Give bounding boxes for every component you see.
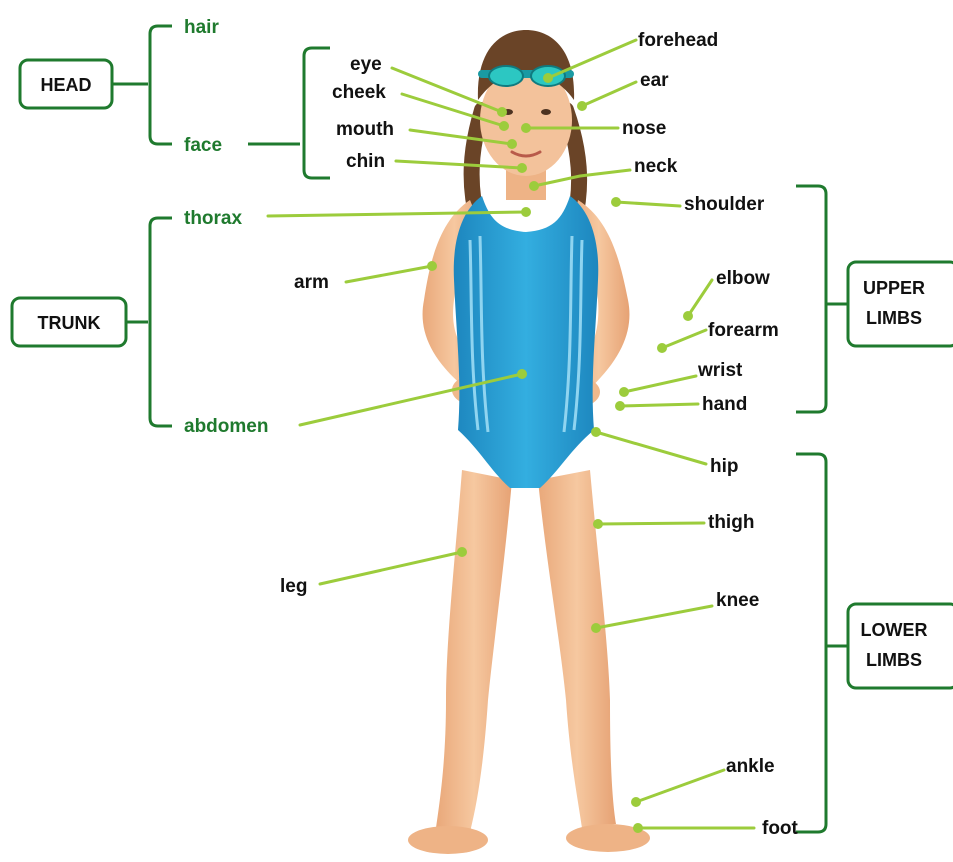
label-eye: eye xyxy=(350,54,382,75)
head-bracket xyxy=(150,26,172,144)
label-mouth: mouth xyxy=(336,119,394,140)
group-lower-limbs-line1: LOWER xyxy=(861,620,928,640)
label-hip: hip xyxy=(710,456,739,477)
left-foot xyxy=(408,826,488,854)
label-nose: nose xyxy=(622,118,666,139)
label-hand: hand xyxy=(702,394,747,415)
upper-limbs-box xyxy=(848,262,953,346)
label-thorax: thorax xyxy=(184,208,243,229)
label-abdomen: abdomen xyxy=(184,416,268,437)
label-hair: hair xyxy=(184,17,219,38)
trunk-bracket xyxy=(150,218,172,426)
label-ear: ear xyxy=(640,70,669,91)
label-face: face xyxy=(184,135,222,156)
group-upper-limbs-line2: LIMBS xyxy=(866,308,922,328)
label-leg: leg xyxy=(280,576,307,597)
group-head: HEAD xyxy=(40,75,91,95)
face-bracket xyxy=(304,48,330,178)
label-thigh: thigh xyxy=(708,512,754,533)
left-leg xyxy=(436,470,512,832)
swimsuit xyxy=(454,196,599,488)
label-ankle: ankle xyxy=(726,756,775,777)
label-neck: neck xyxy=(634,156,678,177)
group-upper-limbs-line1: UPPER xyxy=(863,278,925,298)
group-trunk: TRUNK xyxy=(38,313,101,333)
label-elbow: elbow xyxy=(716,268,770,289)
label-forehead: forehead xyxy=(638,30,718,51)
label-knee: knee xyxy=(716,590,759,611)
label-arm: arm xyxy=(294,272,329,293)
label-shoulder: shoulder xyxy=(684,194,765,215)
label-foot: foot xyxy=(762,818,799,839)
label-chin: chin xyxy=(346,151,385,172)
lower-limbs-box xyxy=(848,604,953,688)
label-wrist: wrist xyxy=(697,360,743,381)
girl-illustration xyxy=(408,30,650,854)
label-forearm: forearm xyxy=(708,320,779,341)
label-cheek: cheek xyxy=(332,82,386,103)
group-lower-limbs-line2: LIMBS xyxy=(866,650,922,670)
goggles-left-lens xyxy=(489,66,523,86)
lower-limbs-bracket xyxy=(796,454,826,832)
upper-limbs-bracket xyxy=(796,186,826,412)
